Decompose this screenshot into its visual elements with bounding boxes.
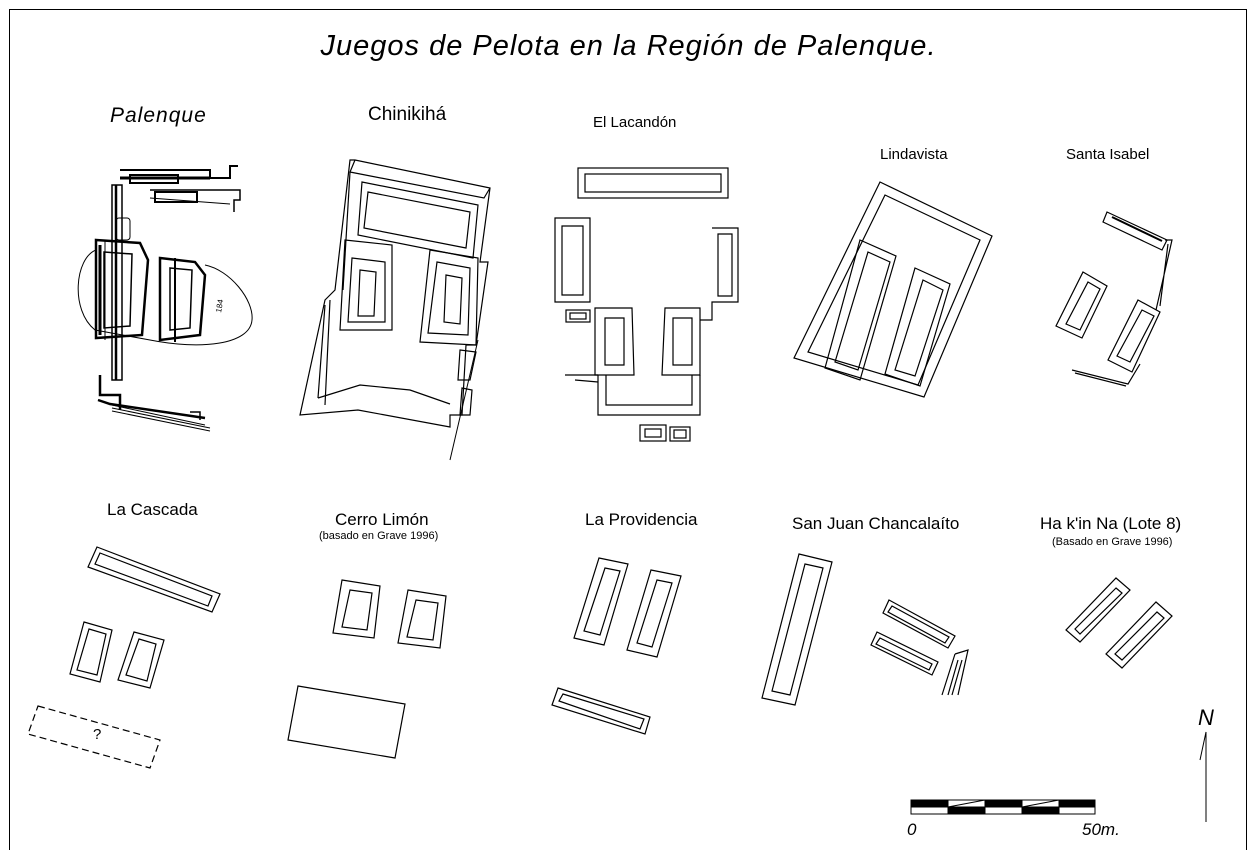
plan-palenque <box>77 165 253 432</box>
plan-san-juan <box>761 553 969 706</box>
scale-start-label: 0 <box>907 820 917 839</box>
label-santa-isabel: Santa Isabel <box>1066 146 1150 163</box>
unknown-structure-mark: ? <box>93 726 101 743</box>
map-frame <box>9 9 1247 850</box>
contour-label: 184 <box>214 298 225 313</box>
north-label: N <box>1198 705 1214 730</box>
label-ha-kin-na: Ha k'in Na (Lote 8) <box>1040 514 1182 533</box>
label-lacandon: El Lacandón <box>593 114 677 131</box>
label-ha-kin-na-note: (Basado en Grave 1996) <box>1052 536 1173 548</box>
label-la-cascada: La Cascada <box>107 500 198 519</box>
plan-ha-kin-na <box>1065 577 1173 669</box>
scale-end-label: 50m. <box>1082 820 1120 839</box>
label-chinikiha: Chinikihá <box>368 104 447 125</box>
plan-chinikiha <box>299 159 491 461</box>
plan-lacandon <box>554 167 739 442</box>
plan-la-cascada <box>27 546 221 769</box>
plan-la-providencia <box>551 557 682 735</box>
page-title: Juegos de Pelota en la Región de Palenqu… <box>320 30 937 62</box>
plan-cerro-limon <box>287 579 447 759</box>
label-cerro-limon-note: (basado en Grave 1996) <box>319 530 439 542</box>
label-cerro-limon: Cerro Limón <box>335 510 429 529</box>
label-lindavista: Lindavista <box>880 146 948 163</box>
label-palenque: Palenque <box>110 104 207 127</box>
plan-santa-isabel <box>1055 211 1173 387</box>
label-san-juan: San Juan Chancalaíto <box>792 514 960 533</box>
north-arrow <box>1199 731 1207 822</box>
scale-bar <box>910 799 1096 815</box>
label-la-providencia: La Providencia <box>585 510 698 529</box>
plan-lindavista <box>793 181 993 398</box>
